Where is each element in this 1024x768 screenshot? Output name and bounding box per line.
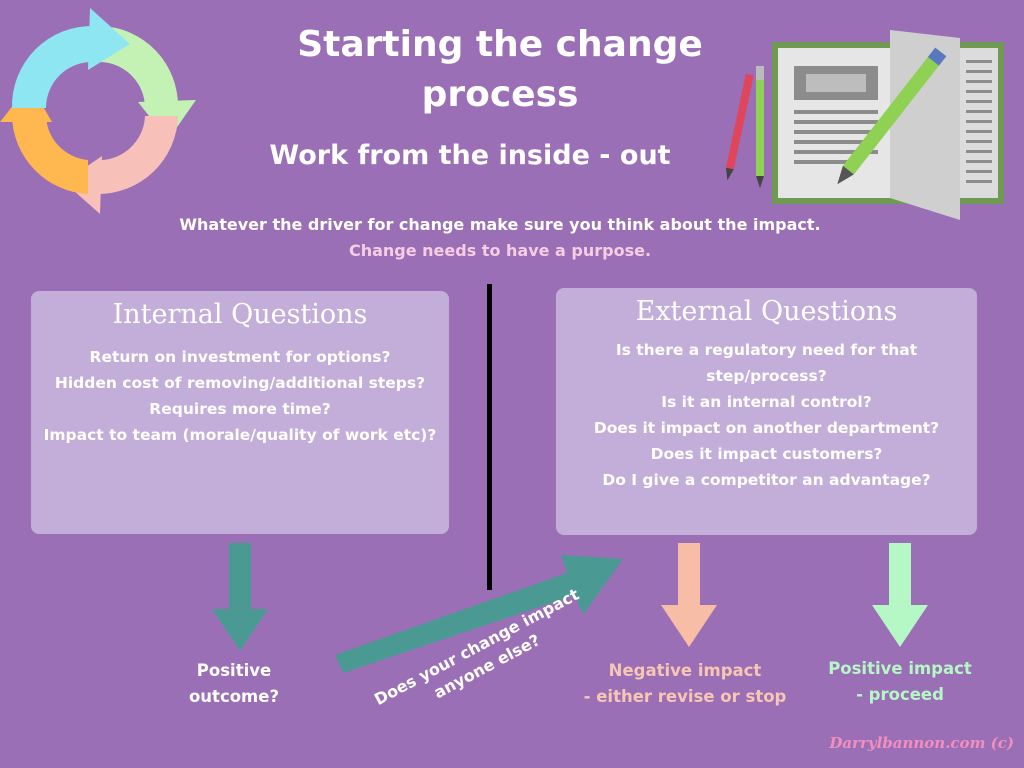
diagonal-arrow-icon bbox=[335, 555, 623, 673]
list-item: Hidden cost of removing/additional steps… bbox=[54, 374, 426, 392]
down-arrow-negative-icon bbox=[661, 543, 717, 647]
external-questions-list: Is there a regulatory need for that step… bbox=[562, 337, 971, 493]
positive-outcome-label: Positive outcome? bbox=[164, 658, 304, 710]
book-pencils-icon bbox=[725, 30, 1004, 220]
cycle-arrows-icon bbox=[0, 8, 196, 214]
outcome-line: Positive impact bbox=[828, 659, 972, 678]
page-title: Starting the change process bbox=[250, 20, 750, 120]
list-item: Return on investment for options? bbox=[89, 348, 391, 366]
list-item: Do I give a competitor an advantage? bbox=[602, 471, 931, 489]
down-arrow-positive-icon bbox=[872, 543, 928, 647]
internal-questions-list: Return on investment for options? Hidden… bbox=[37, 344, 443, 448]
positive-impact-label: Positive impact - proceed bbox=[815, 656, 985, 708]
list-item: Is there a regulatory need for that step… bbox=[615, 341, 918, 385]
list-item: Requires more time? bbox=[149, 400, 331, 418]
outcome-line: - either revise or stop bbox=[583, 687, 787, 706]
list-item: Impact to team (morale/quality of work e… bbox=[43, 426, 437, 444]
page-subtitle: Work from the inside - out bbox=[269, 140, 671, 171]
title-line-1: Starting the change bbox=[297, 24, 703, 65]
intro-line-2: Change needs to have a purpose. bbox=[348, 241, 652, 260]
title-line-2: process bbox=[421, 74, 579, 115]
internal-questions-title: Internal Questions bbox=[112, 299, 368, 330]
intro-text: Whatever the driver for change make sure… bbox=[100, 212, 900, 264]
list-item: Does it impact customers? bbox=[650, 445, 883, 463]
center-divider bbox=[487, 284, 492, 590]
internal-questions-panel: Internal Questions Return on investment … bbox=[31, 291, 449, 534]
external-questions-title: External Questions bbox=[635, 296, 898, 327]
down-arrow-icon bbox=[212, 543, 268, 651]
negative-impact-label: Negative impact - either revise or stop bbox=[575, 658, 795, 710]
credit-text: Darrylbannon.com (c) bbox=[829, 734, 1014, 752]
intro-line-1: Whatever the driver for change make sure… bbox=[179, 215, 821, 234]
list-item: Does it impact on another department? bbox=[593, 419, 940, 437]
list-item: Is it an internal control? bbox=[661, 393, 872, 411]
external-questions-panel: External Questions Is there a regulatory… bbox=[556, 288, 977, 535]
outcome-line: - proceed bbox=[856, 685, 944, 704]
outcome-line: outcome? bbox=[188, 687, 280, 706]
outcome-line: Positive bbox=[196, 661, 272, 680]
outcome-line: Negative impact bbox=[608, 661, 762, 680]
